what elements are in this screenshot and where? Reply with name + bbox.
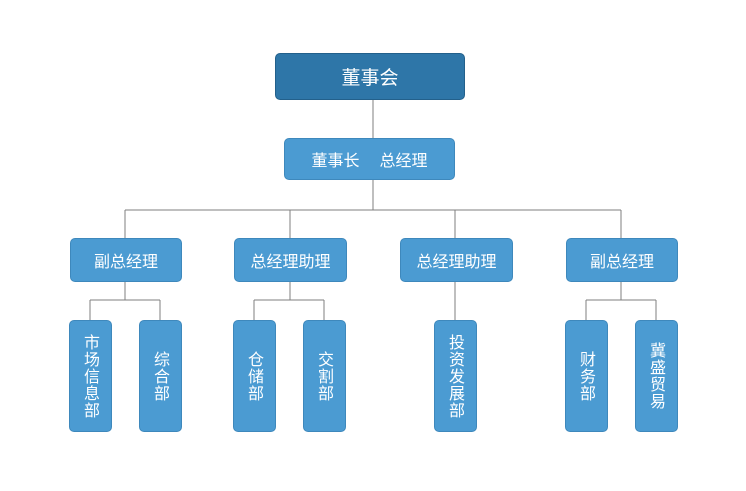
- dept-finance-label: 财务部: [577, 350, 596, 402]
- dept-finance: 财务部: [565, 320, 608, 432]
- dept-general-affairs: 综合部: [139, 320, 182, 432]
- dept-market-info: 市场信息部: [69, 320, 112, 432]
- gm-assistant-box-2: 总经理助理: [400, 238, 513, 282]
- dept-delivery-label: 交割部: [315, 350, 334, 402]
- deputy-gm-label-2: 副总经理: [589, 252, 654, 271]
- dept-investment-label: 投资发展部: [446, 333, 465, 419]
- dept-warehouse: 仓储部: [233, 320, 276, 432]
- dept-jisheng-trade: 冀盛贸易: [635, 320, 678, 432]
- board-label: 董事会: [341, 67, 399, 89]
- dept-delivery: 交割部: [303, 320, 346, 432]
- dept-investment: 投资发展部: [434, 320, 477, 432]
- general-manager-label: 总经理: [379, 151, 428, 170]
- board-box: 董事会: [275, 53, 465, 100]
- gm-assistant-box-1: 总经理助理: [234, 238, 347, 282]
- dept-jisheng-trade-label: 冀盛贸易: [647, 342, 666, 410]
- chairman-gm-box: 董事长 总经理: [284, 138, 455, 180]
- chairman-label: 董事长: [311, 151, 360, 170]
- dept-warehouse-label: 仓储部: [245, 350, 264, 402]
- dept-market-info-label: 市场信息部: [81, 333, 100, 419]
- gm-assistant-label-1: 总经理助理: [250, 252, 331, 271]
- dept-general-affairs-label: 综合部: [151, 350, 170, 402]
- deputy-gm-box-1: 副总经理: [70, 238, 182, 282]
- gm-assistant-label-2: 总经理助理: [416, 252, 497, 271]
- deputy-gm-box-2: 副总经理: [566, 238, 678, 282]
- deputy-gm-label-1: 副总经理: [93, 252, 158, 271]
